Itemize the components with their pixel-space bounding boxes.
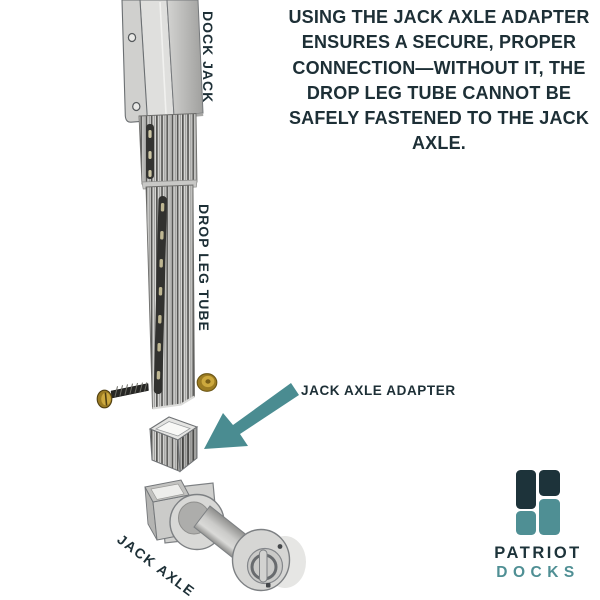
axle-nut-illustration [196, 373, 218, 392]
heading-line: ENSURES A SECURE, PROPER [301, 32, 577, 53]
dock-jack-label: DOCK JACK [200, 11, 216, 104]
heading-line: AXLE. [411, 133, 466, 154]
dock-jack-illustration [121, 0, 204, 123]
heading-text: USING THE JACK AXLE ADAPTER ENSURES A SE… [278, 5, 600, 157]
heading-line: CONNECTION—WITHOUT IT, THE [292, 57, 586, 78]
heading-line: DROP LEG TUBE CANNOT BE [306, 82, 572, 103]
jack-axle-illustration [144, 479, 306, 592]
drop-leg-tube-illustration [138, 113, 198, 410]
jack-axle-adapter-label: JACK AXLE ADAPTER [301, 383, 456, 398]
heading-line: SAFELY FASTENED TO THE JACK [288, 108, 590, 129]
logo-wordmark: PATRIOT [494, 544, 582, 562]
patriot-docks-logo: PATRIOT DOCKS [463, 470, 600, 582]
heading-line: USING THE JACK AXLE ADAPTER [288, 7, 590, 27]
jack-axle-adapter-illustration [148, 416, 199, 473]
drop-leg-tube-label: DROP LEG TUBE [196, 204, 212, 332]
logo-subword: DOCKS [496, 564, 580, 581]
adapter-pointer-arrow-icon [204, 383, 299, 449]
carriage-bolt-illustration [96, 382, 149, 409]
logo-mark-icon [515, 470, 561, 536]
